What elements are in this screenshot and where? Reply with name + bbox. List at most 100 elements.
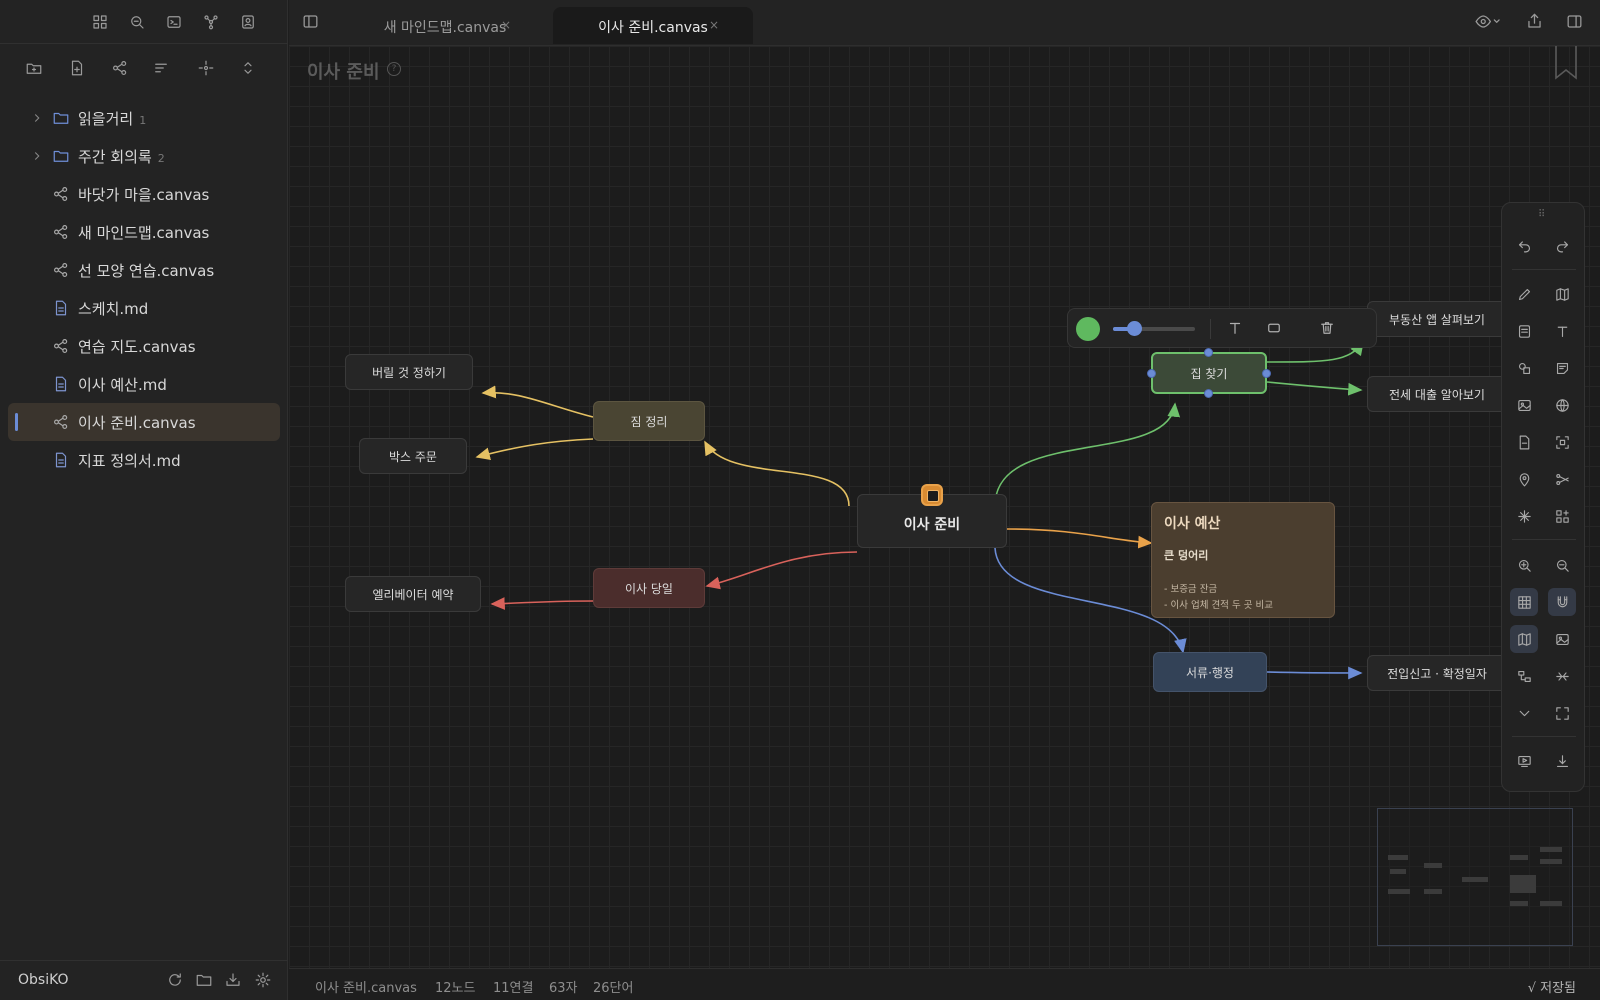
canvas-icon	[52, 413, 70, 431]
canvas-minimap[interactable]	[1377, 808, 1573, 946]
file-icon[interactable]	[1510, 428, 1538, 456]
minimap-node	[1424, 863, 1442, 868]
add-widget-icon[interactable]	[1548, 502, 1576, 530]
budget-item: - 이사 업체 견적 두 곳 비교	[1164, 600, 1273, 611]
node-find-house[interactable]: 집 찾기	[1151, 352, 1267, 394]
help-icon[interactable]: ?	[387, 62, 401, 76]
chevron-right-icon[interactable]	[30, 149, 44, 163]
line-width-slider[interactable]	[1113, 327, 1195, 331]
tree-file[interactable]: 선 모양 연습.canvas	[8, 251, 280, 289]
minimap-toggle-icon[interactable]	[1510, 625, 1538, 653]
sidebar-toggle-icon[interactable]	[301, 12, 323, 34]
shape-icon[interactable]	[1265, 319, 1285, 339]
vault-name[interactable]: ObsiKO	[18, 972, 69, 988]
document-icon	[52, 451, 70, 469]
image-icon[interactable]	[1510, 391, 1538, 419]
export-icon[interactable]	[1548, 747, 1576, 775]
resize-handle-bottom[interactable]	[1204, 389, 1213, 398]
tree-file[interactable]: 새 마인드맵.canvas	[8, 213, 280, 251]
bookmark-icon[interactable]	[1553, 46, 1579, 80]
minimap-node	[1388, 855, 1408, 860]
globe-icon[interactable]	[1548, 391, 1576, 419]
location-pin-icon[interactable]	[1510, 465, 1538, 493]
chevron-down-icon[interactable]	[1510, 699, 1538, 727]
graph-icon[interactable]	[200, 11, 222, 33]
expand-collapse-icon[interactable]	[236, 56, 260, 80]
download-icon[interactable]	[224, 971, 244, 991]
group-icon[interactable]	[1510, 662, 1538, 690]
budget-list: - 보증금 잔금 - 이사 업체 견적 두 곳 비교	[1164, 581, 1322, 611]
connect-icon[interactable]	[1548, 465, 1576, 493]
text-icon[interactable]	[1226, 319, 1246, 339]
resize-handle-left[interactable]	[1147, 369, 1156, 378]
node-selection-marker-icon[interactable]	[921, 484, 943, 506]
edge-center-to-findhouse	[994, 402, 1181, 507]
background-image-icon[interactable]	[1548, 625, 1576, 653]
new-canvas-icon[interactable]	[108, 56, 132, 80]
tree-file[interactable]: 연습 지도.canvas	[8, 327, 280, 365]
undo-icon[interactable]	[1510, 231, 1538, 259]
grid-icon[interactable]	[89, 11, 111, 33]
canvas-view[interactable]: 이사 준비 ? 버릴 것 정하기 박스 주문 짐 정리 이사 당일	[289, 46, 1600, 968]
text-tool-icon[interactable]	[1548, 317, 1576, 345]
node-color-picker[interactable]	[1076, 317, 1100, 341]
map-icon[interactable]	[1548, 280, 1576, 308]
node-real-estate-app[interactable]: 부동산 앱 살펴보기	[1367, 301, 1507, 337]
zoom-out-icon[interactable]	[1548, 551, 1576, 579]
shapes-icon[interactable]	[1510, 354, 1538, 382]
presentation-icon[interactable]	[1510, 747, 1538, 775]
sort-icon[interactable]	[149, 56, 173, 80]
share-icon[interactable]	[1525, 12, 1547, 34]
screenshot-icon[interactable]	[1548, 428, 1576, 456]
gear-icon[interactable]	[254, 971, 274, 991]
grid-snap-icon[interactable]	[1510, 588, 1538, 616]
close-icon[interactable]: ×	[709, 18, 720, 32]
tab-moving-prep[interactable]: 이사 준비.canvas ×	[553, 7, 753, 44]
node-elevator-reservation[interactable]: 엘리베이터 예약	[345, 576, 481, 612]
sync-icon[interactable]	[166, 971, 186, 991]
reveal-icon[interactable]	[194, 56, 218, 80]
close-icon[interactable]: ×	[501, 18, 512, 32]
profile-icon[interactable]	[237, 11, 259, 33]
card-icon[interactable]	[1510, 317, 1538, 345]
tree-file[interactable]: 바닷가 마을.canvas	[8, 175, 280, 213]
node-decide-discard[interactable]: 버릴 것 정하기	[345, 354, 473, 390]
resize-handle-top[interactable]	[1204, 348, 1213, 357]
tree-file[interactable]: 이사 예산.md	[8, 365, 280, 403]
node-order-boxes[interactable]: 박스 주문	[359, 438, 467, 474]
fullscreen-icon[interactable]	[1548, 699, 1576, 727]
drag-grip-icon[interactable]: ⠿	[1538, 209, 1546, 220]
search-icon[interactable]	[126, 11, 148, 33]
collapse-icon[interactable]	[1548, 662, 1576, 690]
zoom-in-icon[interactable]	[1510, 551, 1538, 579]
node-house-cleanup[interactable]: 짐 정리	[593, 401, 705, 441]
tree-file-active[interactable]: 이사 준비.canvas	[8, 403, 280, 441]
node-budget-card[interactable]: 이사 예산 큰 덩어리 - 보증금 잔금 - 이사 업체 견적 두 곳 비교	[1151, 502, 1335, 618]
terminal-icon[interactable]	[163, 11, 185, 33]
tree-file[interactable]: 스케치.md	[8, 289, 280, 327]
resize-handle-right[interactable]	[1262, 369, 1271, 378]
new-folder-icon[interactable]	[22, 56, 46, 80]
trash-icon[interactable]	[1318, 319, 1338, 339]
sparkle-icon[interactable]	[1510, 502, 1538, 530]
tab-bar: 새 마인드맵.canvas × 이사 준비.canvas ×	[289, 0, 1600, 46]
node-jeonse-loan[interactable]: 전세 대출 알아보기	[1367, 376, 1507, 412]
node-paperwork[interactable]: 서류·행정	[1153, 652, 1267, 692]
slider-thumb[interactable]	[1126, 321, 1142, 336]
redo-icon[interactable]	[1548, 231, 1576, 259]
view-mode-icon[interactable]	[1472, 12, 1508, 34]
tree-item-label: 연습 지도.canvas	[78, 338, 196, 356]
tree-file[interactable]: 지표 정의서.md	[8, 441, 280, 479]
magnet-icon[interactable]	[1548, 588, 1576, 616]
sticky-note-icon[interactable]	[1548, 354, 1576, 382]
tab-new-mindmap[interactable]: 새 마인드맵.canvas ×	[345, 7, 545, 44]
new-note-icon[interactable]	[65, 56, 89, 80]
folder-icon[interactable]	[195, 971, 215, 991]
right-sidebar-toggle-icon[interactable]	[1565, 12, 1587, 34]
chevron-right-icon[interactable]	[30, 111, 44, 125]
node-move-in-report[interactable]: 전입신고 · 확정일자	[1367, 655, 1507, 691]
node-moving-day[interactable]: 이사 당일	[593, 568, 705, 608]
pencil-icon[interactable]	[1510, 280, 1538, 308]
